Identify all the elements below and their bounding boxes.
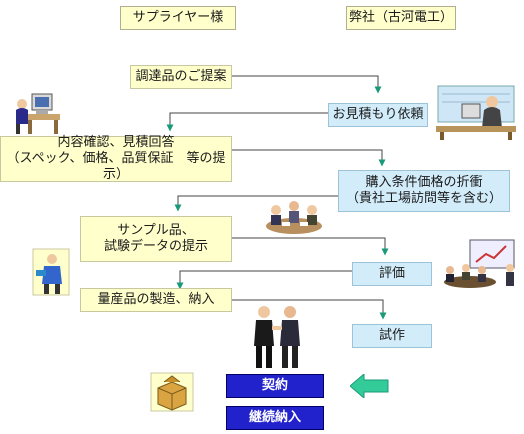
inspector-icon [32,248,70,296]
continuous-delivery-badge: 継続納入 [226,406,324,430]
trial-step: 試作 [352,324,432,348]
sample-step: サンプル品、 試験データの提示 [80,216,232,262]
company-header: 弊社（古河電工） [346,6,456,30]
meeting-icon [266,201,322,234]
confirm-line2: （スペック、価格、品質保証 等の提示） [6,151,226,182]
manufacture-step: 量産品の製造、納入 [80,288,232,312]
negotiate-line2: （貴社工場訪問等を含む） [345,191,502,206]
confirm-quote-step: 内容確認、見積回答 （スペック、価格、品質保証 等の提示） [0,135,232,182]
negotiate-line1: 購入条件価格の折衝 [365,175,483,190]
office-worker-icon [436,85,516,140]
confirm-line1: 内容確認、見積回答 [57,135,175,150]
proposal-step: 調達品のご提案 [130,65,232,89]
quote-request-step: お見積もり依頼 [328,103,428,127]
computer-user-icon [16,93,60,134]
sample-line1: サンプル品、 [117,223,195,238]
sample-line2: 試験データの提示 [103,239,208,254]
supplier-header: サプライヤー様 [120,6,236,30]
package-box-icon [150,372,194,412]
negotiate-step: 購入条件価格の折衝 （貴社工場訪問等を含む） [338,170,510,212]
evaluation-step: 評価 [352,262,432,286]
green-arrow-icon [350,374,389,398]
handshake-icon [254,306,300,368]
contract-badge: 契約 [226,374,324,398]
presentation-icon [444,239,515,288]
